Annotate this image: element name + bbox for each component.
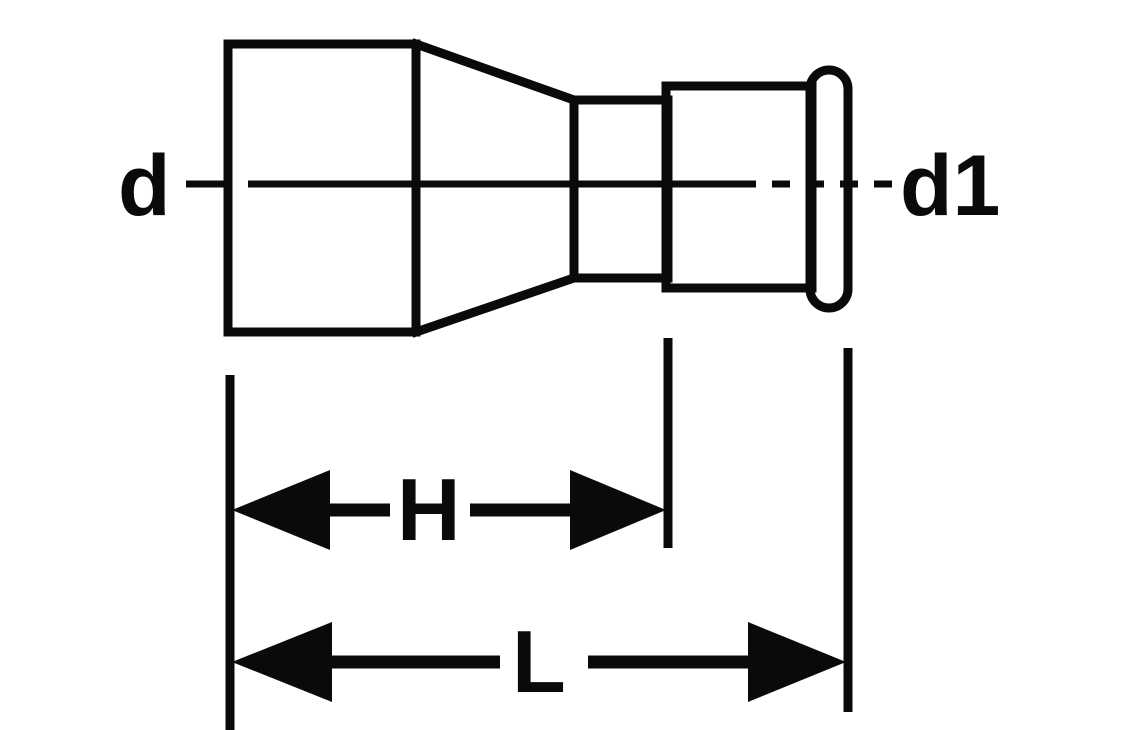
- dimension-H: H: [232, 460, 666, 559]
- arrow-left-icon: [232, 622, 332, 702]
- taper-bottom-edge: [410, 272, 580, 338]
- dimension-L: L: [232, 612, 846, 711]
- flared-bead-end: [805, 65, 853, 313]
- taper-top-edge: [410, 38, 580, 106]
- extension-lines: [225, 338, 853, 730]
- arrow-left-icon: [232, 470, 330, 550]
- dimension-label-H: H: [397, 460, 461, 559]
- arrow-right-icon: [748, 622, 846, 702]
- dimension-label-d: d: [118, 138, 171, 234]
- dimension-label-d1: d1: [900, 138, 1000, 234]
- dimension-label-L: L: [512, 612, 566, 711]
- arrow-right-icon: [570, 470, 666, 550]
